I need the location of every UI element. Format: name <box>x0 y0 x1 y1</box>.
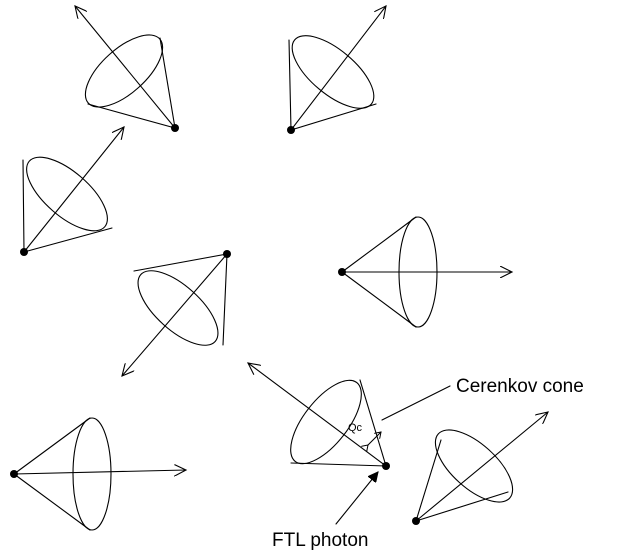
cone-bottom-left <box>10 417 186 531</box>
theta-c-label: Qc <box>348 422 363 434</box>
cone-center-left <box>122 250 231 376</box>
cerenkov-cone-label: Cerenkov cone <box>456 376 584 397</box>
cone-angle-arrow <box>368 432 381 445</box>
cone-top-middle <box>287 6 386 134</box>
cone-top-left <box>74 6 179 132</box>
ftl-photon-arrow <box>335 472 378 525</box>
ftl-photon-label: FTL photon <box>272 530 368 551</box>
cerenkov-cone-leader <box>381 385 451 421</box>
cone-bottom-right <box>412 412 548 525</box>
cone-right <box>338 216 512 328</box>
cone-labelled <box>248 363 390 470</box>
cone-left <box>20 127 124 256</box>
